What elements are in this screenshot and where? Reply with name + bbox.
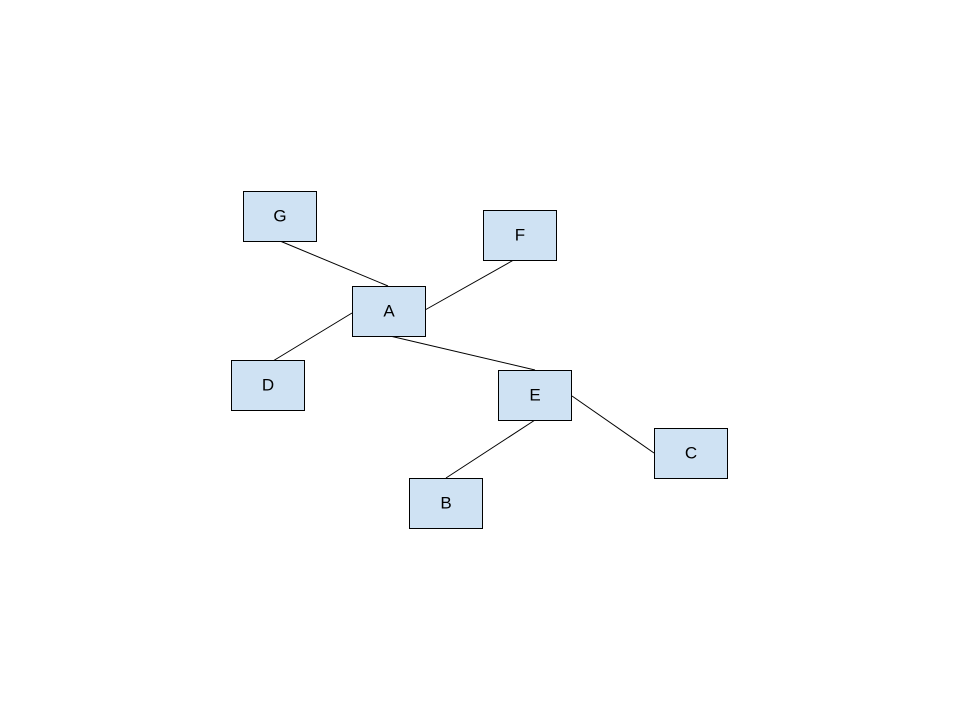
node-a-box — [352, 286, 426, 337]
edge-e-c — [571, 395, 655, 454]
edge-g-a — [279, 240, 389, 287]
edge-a-f — [424, 256, 520, 311]
node-g-label: G — [273, 207, 286, 226]
node-c-label: C — [685, 444, 697, 463]
node-a-label: A — [383, 302, 395, 321]
node-d[interactable]: D — [231, 360, 305, 411]
node-b-box — [409, 478, 483, 529]
edge-e-b — [445, 419, 536, 479]
node-b[interactable]: B — [409, 478, 483, 529]
node-g-box — [243, 191, 317, 242]
node-f-label: F — [515, 226, 525, 245]
node-c[interactable]: C — [654, 428, 728, 479]
edge-a-e — [389, 335, 536, 371]
node-b-label: B — [440, 494, 451, 513]
node-e-label: E — [529, 386, 540, 405]
edges — [267, 240, 655, 479]
node-g[interactable]: G — [243, 191, 317, 242]
node-f-box — [483, 210, 557, 261]
node-e-box — [498, 370, 572, 421]
node-c-box — [654, 428, 728, 479]
node-e[interactable]: E — [498, 370, 572, 421]
node-d-label: D — [262, 376, 274, 395]
edge-a-d — [267, 312, 353, 365]
node-d-box — [231, 360, 305, 411]
node-a[interactable]: A — [352, 286, 426, 337]
node-f[interactable]: F — [483, 210, 557, 261]
